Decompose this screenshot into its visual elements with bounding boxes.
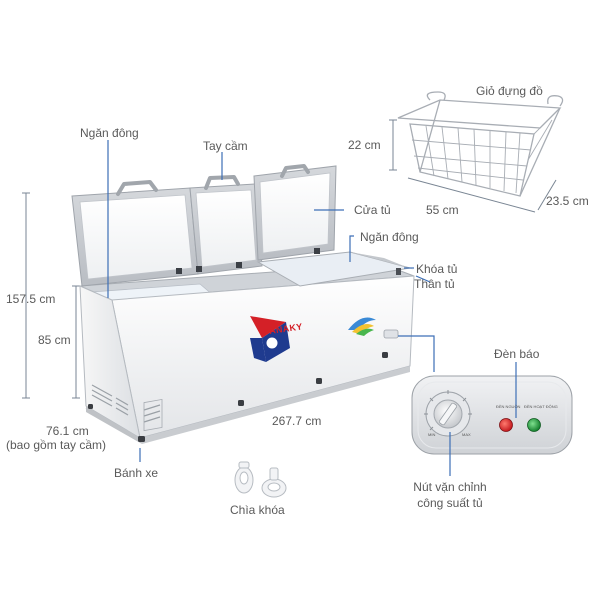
label-freezer-right: Ngăn đông [360,230,419,244]
label-door: Cửa tủ [354,203,391,217]
panel-knob-max: MAX [462,432,471,437]
panel-knob-min: MIN [428,432,436,437]
label-handle: Tay cầm [203,139,248,153]
label-body: Thân tủ [414,277,455,291]
control-panel [411,375,573,455]
freezer-cabinet [79,263,415,444]
panel-light-left-label: ĐÈN NGUỒN [496,404,521,409]
key-illustration [234,461,287,498]
storage-basket [397,91,564,197]
dim-basket-depth: 23.5 cm [546,194,589,208]
callout-lines [107,140,517,476]
label-knob-line1: Nút vặn chỉnh [413,480,487,494]
label-freezer-left: Ngăn đông [80,126,139,140]
label-indicator-light: Đèn báo [494,347,540,361]
label-basket: Giỏ đựng đồ [476,84,543,98]
dim-width: 267.7 cm [272,414,322,428]
label-lock: Khóa tủ [416,262,458,276]
panel-light-right-label: ĐÈN HOẠT ĐỘNG [524,404,558,409]
dim-basket-height: 22 cm [348,138,381,152]
dim-height-body: 85 cm [38,333,71,347]
brand-logo [250,316,290,362]
label-wheel: Bánh xe [114,466,159,480]
lids [71,164,414,287]
dim-height-total: 157.5 cm [6,292,56,306]
label-knob-line2: công suất tủ [417,496,483,510]
label-key: Chìa khóa [230,503,285,517]
dim-depth: 76.1 cm [46,424,89,438]
dim-basket-width: 55 cm [426,203,459,217]
dim-depth-note: (bao gồm tay cầm) [6,438,107,452]
